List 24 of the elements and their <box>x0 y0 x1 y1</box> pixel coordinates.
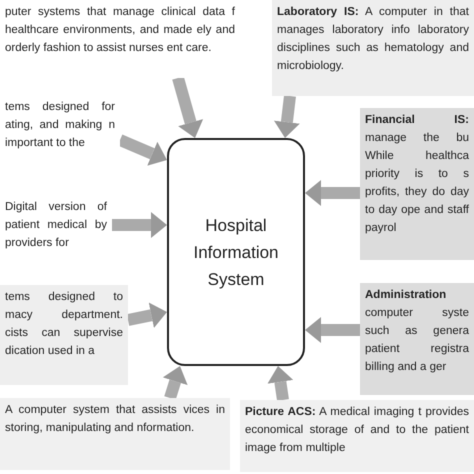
description-text: Laboratory IS: A computer in that manages laboratory info laboratory disciplines such as hematology and microbiology. <box>277 5 469 74</box>
description-text: puter systems that manage clinical data f healthcare environments, and made ely and orderly fashion to assist nurses ent care. <box>5 5 235 56</box>
arrow <box>274 95 300 138</box>
system-title: Hospital Information System <box>192 214 280 290</box>
description-box <box>272 0 474 96</box>
arrow <box>126 302 167 328</box>
arrow <box>305 180 360 206</box>
description-text: tems designed to macy department. cists can supervise dication used in a <box>5 290 123 359</box>
description-box <box>0 398 230 470</box>
description-box <box>360 108 474 260</box>
description-text: Digital version of patient medical by providers for <box>5 200 107 251</box>
description-text: A computer system that assists vices in storing, manipulating and nformation. <box>5 403 225 436</box>
description-box <box>0 285 128 385</box>
arrow <box>305 317 360 343</box>
arrow <box>172 76 204 138</box>
system-box <box>167 138 305 366</box>
arrow <box>267 366 294 401</box>
description-text: Picture ACS: A medical imaging t provides economical storage of and to the patient image from multiple <box>245 405 469 456</box>
description-text: tems designed for ating, and making n important to the <box>5 100 115 151</box>
description-text: Administration computer syste such as genera patient registra billing and a ger <box>365 288 469 375</box>
arrow <box>112 212 167 238</box>
description-box <box>240 400 474 472</box>
description-box <box>360 283 474 395</box>
description-text: Financial IS: manage the bu While healthca priority is to s profits, they do day to day ope and staff payrol <box>365 113 469 236</box>
